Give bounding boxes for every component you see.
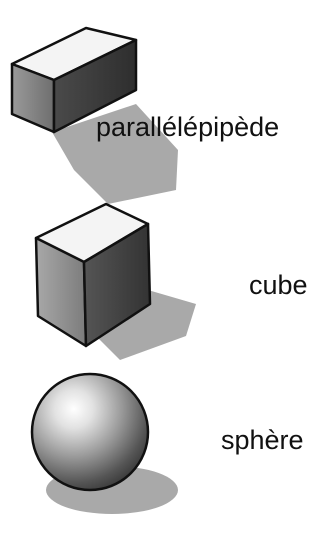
cube-label: cube (249, 270, 308, 300)
sphere-shape (30, 372, 178, 514)
parallelepiped-shadow (52, 104, 178, 204)
sphere-label: sphère (221, 425, 304, 455)
parallelepiped-label: parallélépipède (96, 112, 280, 142)
cube-shadow (96, 290, 196, 360)
sphere-body (30, 372, 150, 492)
parallelepiped-shape (10, 26, 178, 204)
parallelepiped-side-face (52, 38, 138, 134)
cube-shape (34, 202, 196, 360)
cube-side-face (82, 222, 152, 348)
